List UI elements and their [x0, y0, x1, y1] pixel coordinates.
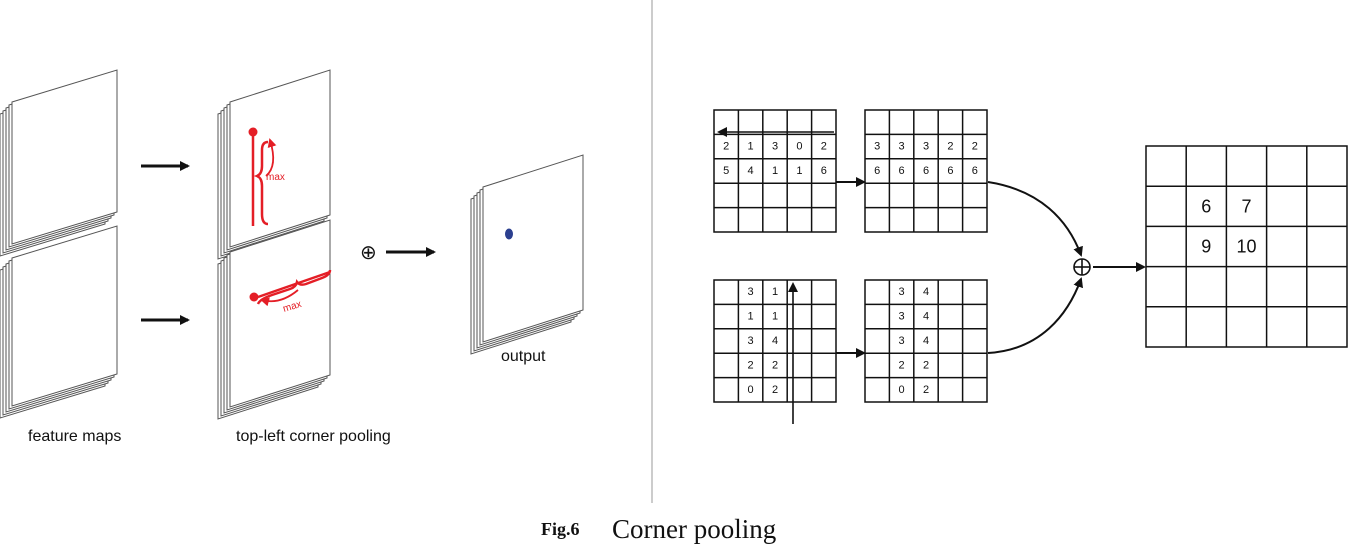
label-output: output: [501, 348, 546, 365]
grid-cell-value: 3: [874, 141, 880, 153]
grid-top-output: 3 3 3 2 2 6 6 6 6 6: [864, 109, 988, 233]
grid-cell-value: 5: [723, 165, 729, 177]
grid-cell-value: 6: [947, 165, 953, 177]
grid-cell-value: 6: [972, 165, 978, 177]
grid-cell-value: 2: [772, 384, 778, 396]
stack-pooled-bottom: [217, 219, 331, 420]
stack-arrows: [141, 161, 436, 325]
grid-cell-value: 7: [1241, 196, 1251, 216]
grid-cell-value: 1: [796, 165, 802, 177]
grid-cell-value: 3: [923, 141, 929, 153]
caption-fig-label: Fig.6: [541, 519, 580, 539]
grid-cell-value: 2: [899, 359, 905, 371]
grid-cell-value: 3: [899, 286, 905, 298]
grid-cell-value: 2: [748, 359, 754, 371]
grid-bottom-output: 3 4 3 4 3 4 2 2 0 2: [864, 279, 988, 403]
grid-cell-value: 6: [821, 165, 827, 177]
grid-cell-value: 6: [1201, 196, 1211, 216]
grid-cell-value: 2: [947, 141, 953, 153]
label-feature-maps: feature maps: [28, 428, 121, 445]
curve-bottom-to-sum: [987, 277, 1083, 354]
feature-map-stacks: [0, 69, 584, 420]
top-max-dot: [248, 127, 258, 137]
grid-cell-value: 10: [1236, 237, 1256, 257]
grid-cell-value: 3: [899, 335, 905, 347]
grid-cell-value: 0: [796, 141, 802, 153]
stack-feature-map-bottom: [0, 225, 118, 419]
grid-cell-value: 1: [748, 141, 754, 153]
grid-cell-value: 3: [899, 141, 905, 153]
grid-cell-value: 2: [923, 384, 929, 396]
grid-cell-value: 2: [972, 141, 978, 153]
grid-cell-value: 4: [923, 335, 929, 347]
grid-cell-value: 3: [748, 335, 754, 347]
caption-title: Corner pooling: [612, 514, 776, 544]
grid-cell-value: 6: [874, 165, 880, 177]
grid-bottom-input: 3 1 1 1 3 4 2 2 0 2: [713, 279, 837, 403]
grid-cell-value: 6: [923, 165, 929, 177]
grid-cell-value: 3: [772, 141, 778, 153]
bottom-max-dot: [249, 292, 259, 302]
grid-cell-value: 0: [748, 384, 754, 396]
grid-cell-value: 2: [723, 141, 729, 153]
grid-cell-value: 3: [748, 286, 754, 298]
output-dot: [505, 228, 513, 240]
grid-cell-value: 0: [899, 384, 905, 396]
grid-cell-value: 4: [772, 335, 778, 347]
top-max-label: max: [266, 172, 285, 183]
curve-top-to-sum: [987, 181, 1083, 257]
grid-cell-value: 4: [748, 165, 754, 177]
grid-cell-value: 9: [1201, 237, 1211, 257]
stack-feature-map-top: [0, 69, 118, 257]
grid-cell-value: 2: [923, 359, 929, 371]
oplus-left: ⊕: [360, 242, 377, 264]
bottom-max-annotation: max: [249, 269, 332, 315]
bottom-max-label: max: [282, 299, 303, 315]
grid-cell-value: 2: [821, 141, 827, 153]
grid-cell-value: 2: [772, 359, 778, 371]
grid-cell-value: 4: [923, 286, 929, 298]
grid-top-input: 2 1 3 0 2 5 4 1 1 6: [713, 109, 837, 233]
stack-output: [470, 154, 584, 355]
grid-cell-value: 3: [899, 311, 905, 323]
top-max-annotation: max: [248, 127, 285, 226]
grid-cell-value: 1: [748, 311, 754, 323]
grid-result: 6 7 9 10: [1145, 145, 1348, 348]
grid-cell-value: 4: [923, 311, 929, 323]
grid-cell-value: 1: [772, 165, 778, 177]
flow-arrows: [836, 177, 1146, 358]
label-corner-pooling: top-left corner pooling: [236, 428, 391, 445]
scan-arrows: [717, 127, 834, 424]
grid-cell-value: 1: [772, 311, 778, 323]
grid-cell-value: 6: [899, 165, 905, 177]
grid-cell-value: 1: [772, 286, 778, 298]
